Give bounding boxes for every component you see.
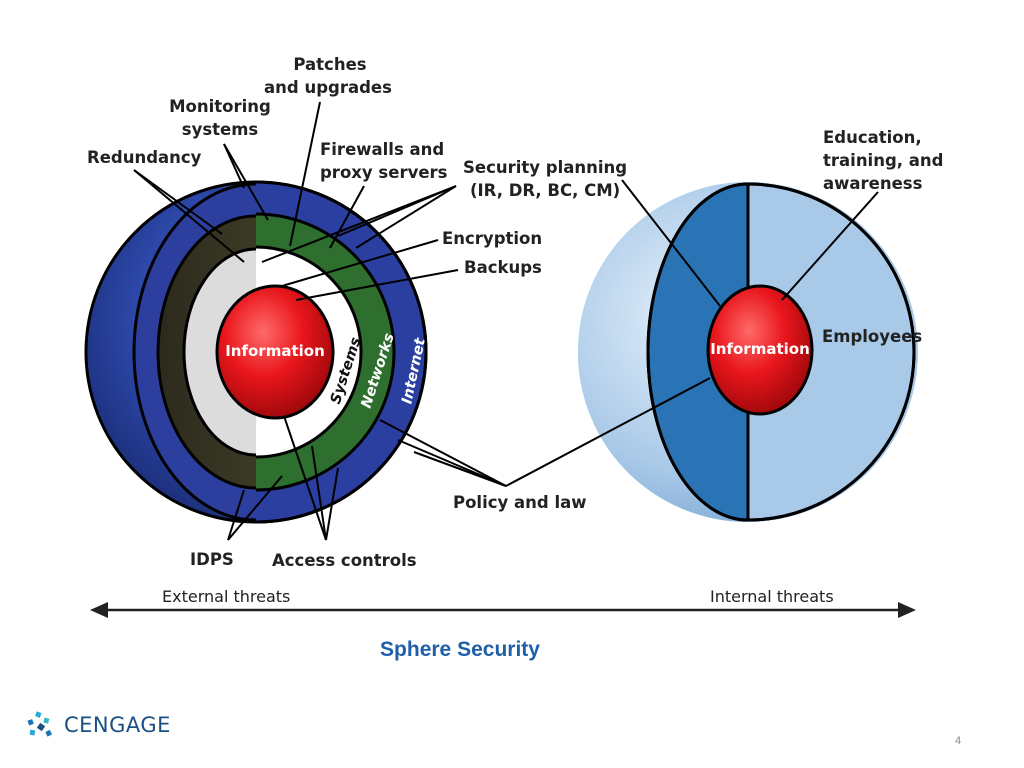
left-core-label: Information xyxy=(225,342,325,360)
figure-caption: Sphere Security xyxy=(380,638,540,661)
firewalls-label-line2: proxy servers xyxy=(320,163,448,182)
threat-arrow xyxy=(90,602,916,618)
access-controls-label: Access controls xyxy=(272,551,417,570)
left-sphere xyxy=(84,180,428,524)
education-label-line2: training, and xyxy=(823,151,943,170)
security-planning-label-line2: (IR, DR, BC, CM) xyxy=(470,181,620,200)
page-number: 4 xyxy=(955,735,962,747)
internal-threats-label: Internal threats xyxy=(710,587,834,606)
redundancy-label: Redundancy xyxy=(87,148,202,167)
policy-label: Policy and law xyxy=(453,493,587,512)
firewalls-label-line1: Firewalls and xyxy=(320,140,444,159)
cengage-logo: CENGAGE xyxy=(26,708,171,742)
patches-label-line1: Patches xyxy=(293,55,366,74)
external-threats-label: External threats xyxy=(162,587,290,606)
education-label-line3: awareness xyxy=(823,174,923,193)
cengage-mark-icon xyxy=(27,711,52,737)
employees-label: Employees xyxy=(822,327,922,346)
education-label-line1: Education, xyxy=(823,128,922,147)
backups-label: Backups xyxy=(464,258,542,277)
monitoring-label-line1: Monitoring xyxy=(169,97,271,116)
cengage-wordmark: CENGAGE xyxy=(64,713,171,737)
patches-label-line2: and upgrades xyxy=(264,78,392,97)
encryption-label: Encryption xyxy=(442,229,542,248)
right-core-label: Information xyxy=(710,340,810,358)
monitoring-label-line2: systems xyxy=(182,120,259,139)
sphere-security-diagram: Information Systems Networks Internet In… xyxy=(84,55,943,618)
idps-label: IDPS xyxy=(190,550,234,569)
security-planning-label-line1: Security planning xyxy=(463,158,627,177)
right-sphere xyxy=(578,182,918,522)
callout-lines xyxy=(133,101,879,541)
